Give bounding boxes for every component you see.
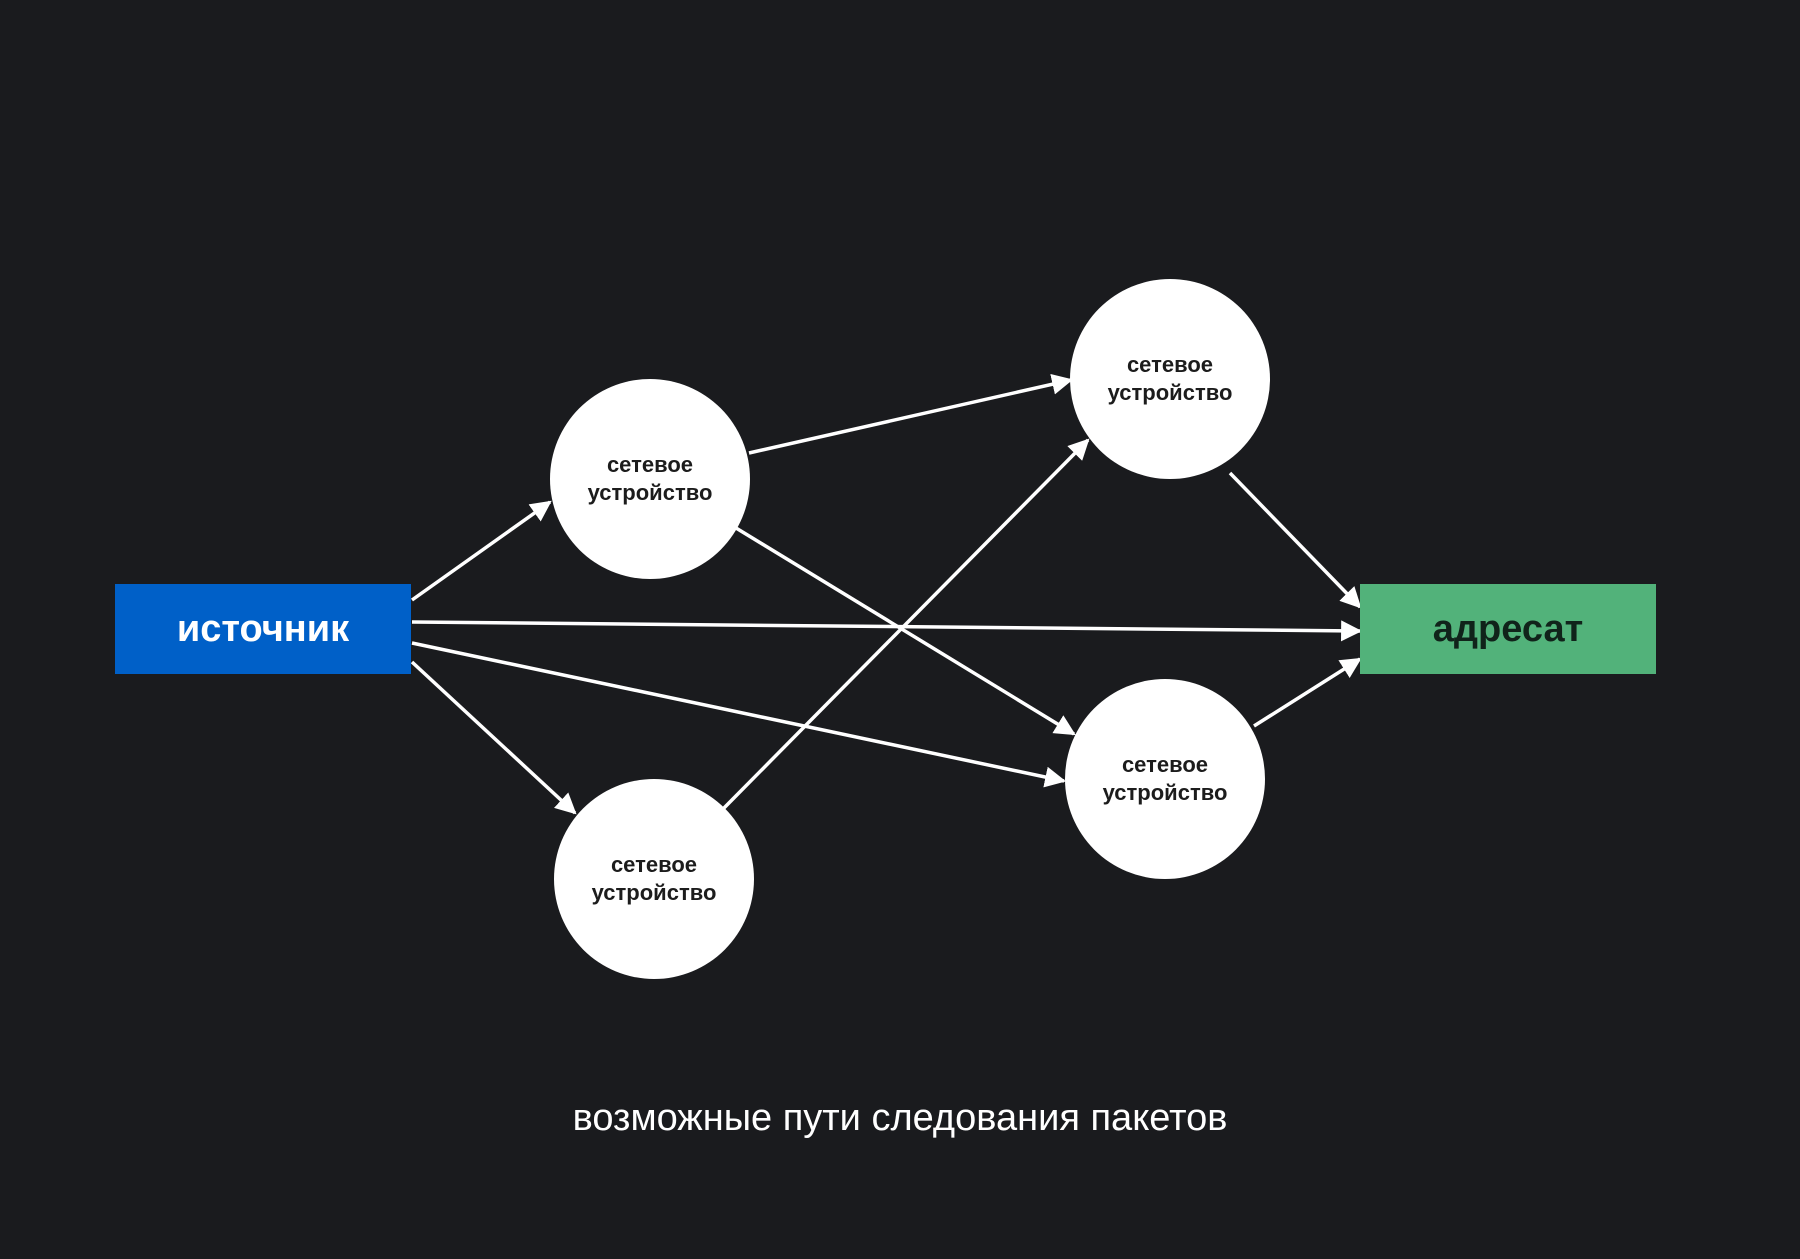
edge-source-to-target <box>411 620 1363 642</box>
target-label: адресат <box>1432 607 1584 650</box>
network-device-node-a: сетевое устройство <box>550 379 750 579</box>
edge-c-to-b <box>722 438 1090 810</box>
node-label-line2: устройство <box>587 480 713 505</box>
target-box: адресат <box>1360 584 1656 674</box>
edge-source-to-c <box>410 660 577 815</box>
node-label-line1: сетевое <box>1121 752 1209 777</box>
node-label-line1: сетевое <box>610 852 698 877</box>
network-device-node-d: сетевое устройство <box>1065 679 1265 879</box>
edge-a-to-b <box>748 373 1074 455</box>
edge-d-to-target <box>1253 657 1362 728</box>
edge-source-to-a <box>410 500 552 602</box>
node-label-line2: устройство <box>591 880 717 905</box>
node-label-line1: сетевое <box>606 452 694 477</box>
network-device-node-c: сетевое устройство <box>554 779 754 979</box>
source-box: источник <box>115 584 411 674</box>
network-device-node-b: сетевое устройство <box>1070 279 1270 479</box>
node-label-line2: устройство <box>1107 380 1233 405</box>
edge-source-to-d <box>411 641 1067 788</box>
edge-a-to-d <box>735 526 1076 736</box>
edge-b-to-target <box>1228 471 1362 609</box>
node-label-line2: устройство <box>1102 780 1228 805</box>
node-label-line1: сетевое <box>1126 352 1214 377</box>
source-label: источник <box>176 607 350 650</box>
diagram-caption: возможные пути следования пакетов <box>572 1097 1228 1139</box>
